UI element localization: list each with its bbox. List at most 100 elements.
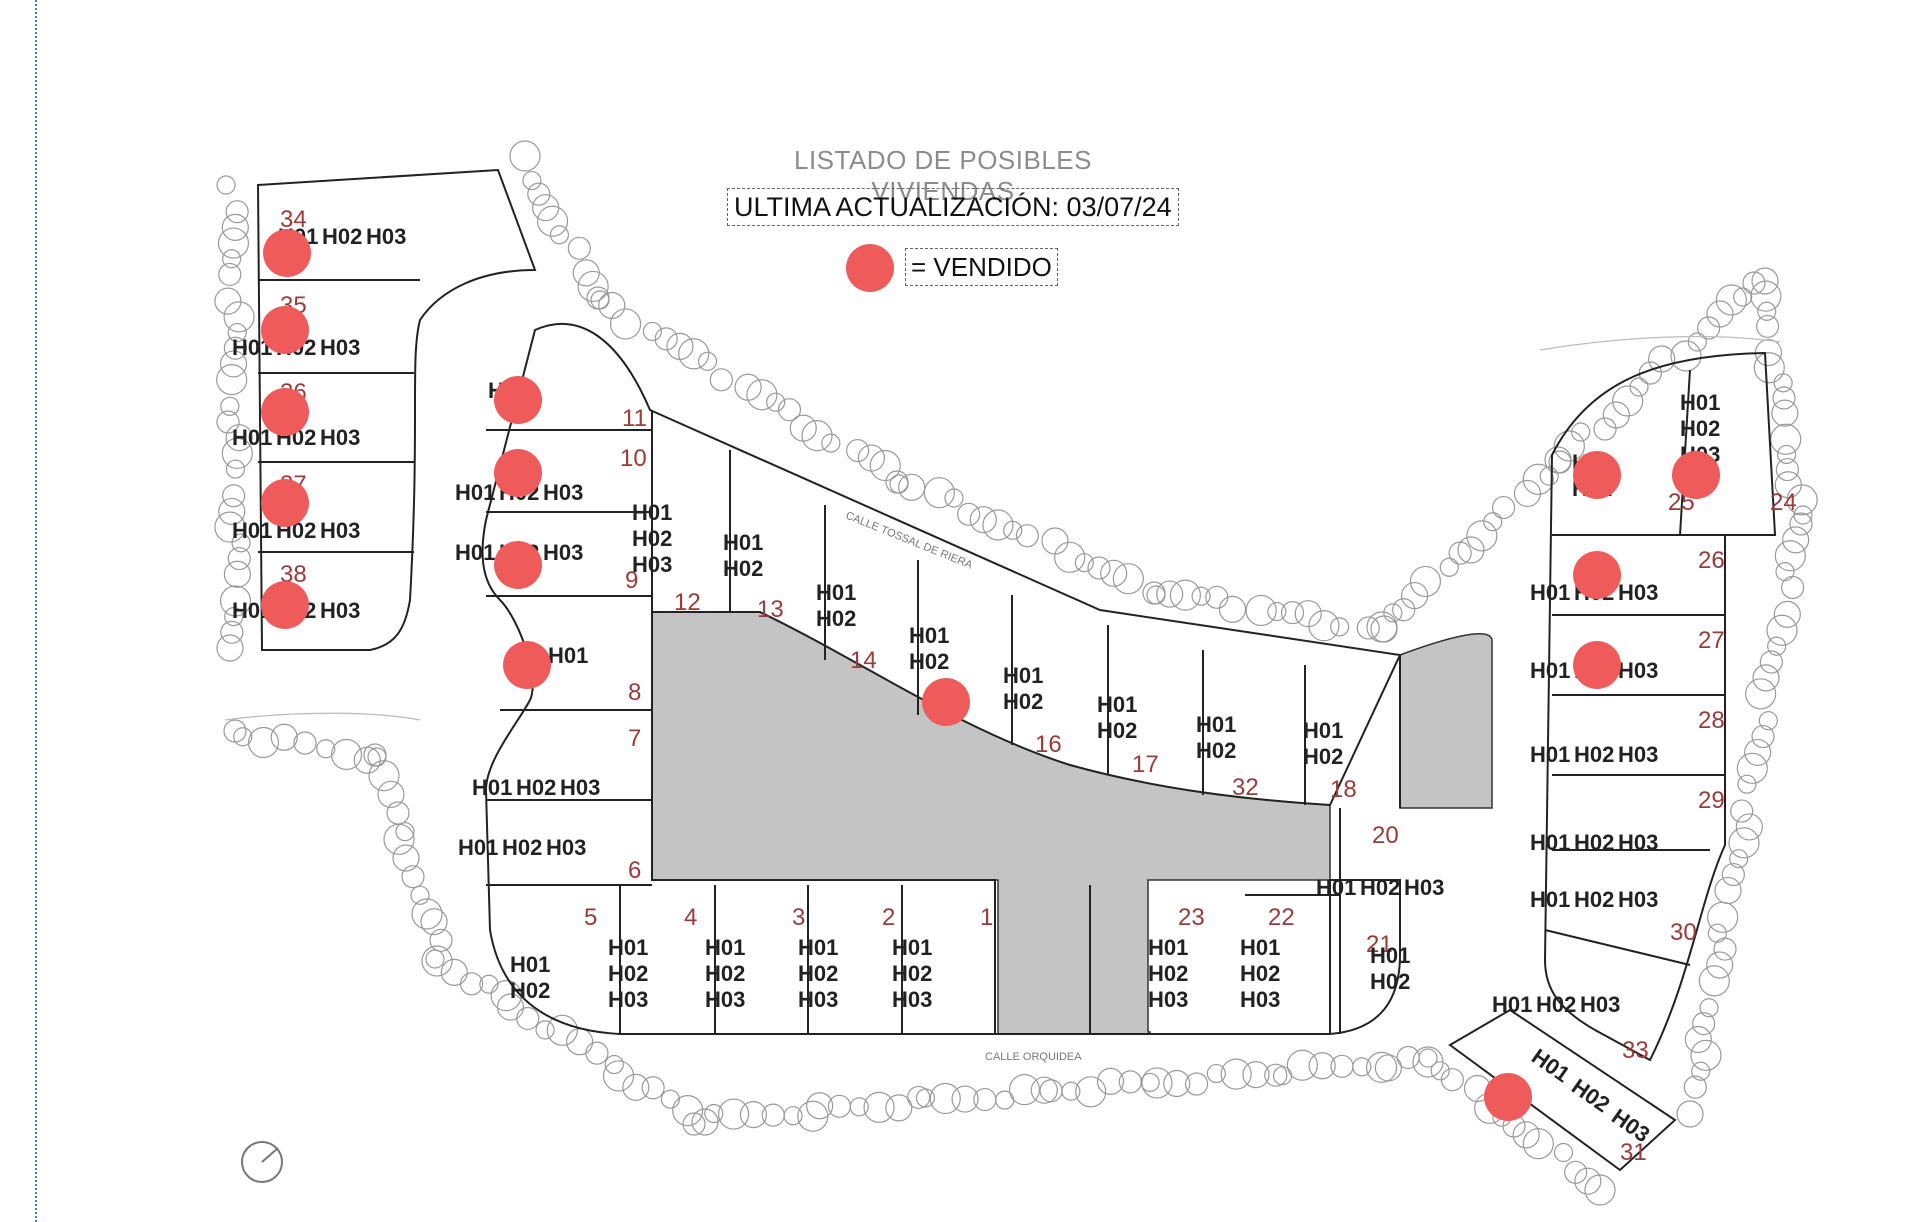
lot-4-house-type: H02	[608, 961, 648, 986]
tree-icon	[622, 1073, 650, 1101]
tree-icon	[1430, 1061, 1450, 1081]
tree-icon	[1308, 1052, 1336, 1080]
tree-icon	[1142, 581, 1166, 605]
lot-22-house-type: H02	[1240, 961, 1280, 986]
lot-16-house-type: H01	[1003, 663, 1043, 688]
lot-number-6: 6	[628, 857, 641, 884]
tree-icon	[1714, 876, 1742, 905]
tree-icon	[969, 506, 997, 534]
tree-icon	[1684, 1025, 1712, 1054]
tree-icon	[1584, 1174, 1616, 1206]
tree-icon	[1699, 998, 1719, 1018]
tree-icon	[789, 414, 817, 442]
tree-icon	[827, 1094, 852, 1118]
tree-icon	[1770, 423, 1802, 455]
tree-icon	[1466, 520, 1498, 552]
lot-21-house-type: H01	[1370, 943, 1410, 968]
tree-icon	[857, 444, 886, 472]
tree-icon	[1030, 1076, 1058, 1104]
sold-marker-lot-31	[1484, 1073, 1532, 1121]
sold-markers	[261, 229, 1720, 1121]
tree-icon	[598, 291, 626, 320]
tree-icon	[1772, 386, 1796, 410]
tree-icon	[604, 1054, 624, 1075]
tree-icon	[1356, 616, 1380, 640]
lot-number-13: 13	[757, 596, 784, 623]
lot-14-house-type: H01	[816, 580, 856, 605]
lot-27-house-type: H01	[1530, 658, 1570, 683]
tree-icon	[429, 928, 453, 952]
lot-26-house-type: H01	[1530, 580, 1570, 605]
lot-31-house-type: H02	[1567, 1074, 1614, 1118]
tree-icon	[907, 1085, 931, 1110]
common-areas	[651, 611, 1493, 1035]
tree-icon	[1522, 1128, 1554, 1160]
lot-37-house-type: H03	[320, 518, 360, 543]
tree-icon	[1670, 340, 1702, 372]
tree-icon	[1751, 724, 1775, 749]
sold-marker-lot-26	[1573, 551, 1621, 599]
block-outlines	[256, 168, 1777, 1172]
tree-icon	[1206, 1063, 1226, 1084]
tree-icon	[220, 396, 240, 416]
tree-icon	[216, 364, 248, 396]
lot-1-house-type: H02	[892, 961, 932, 986]
tree-icon	[270, 723, 298, 751]
lot-number-8: 8	[628, 679, 641, 706]
tree-icon	[609, 308, 642, 340]
lot-32-house-type: H02	[1196, 738, 1236, 763]
tree-icon	[1553, 1142, 1574, 1163]
lot-1-house-type: H01	[892, 935, 932, 960]
tree-icon	[1366, 611, 1398, 643]
tree-icon	[216, 175, 236, 195]
sold-marker-lot-34	[263, 229, 311, 277]
tree-icon	[1439, 557, 1459, 577]
tree-icon	[1184, 1072, 1209, 1096]
tree-icon	[1707, 923, 1727, 943]
lot-24-house-type: H01	[1680, 390, 1720, 415]
tree-icon	[885, 470, 909, 494]
tree-icon	[496, 993, 525, 1021]
lot-2-house-type: H01	[798, 935, 838, 960]
tree-icon	[546, 1014, 578, 1046]
tree-icon	[1272, 1066, 1293, 1086]
tree-icon	[218, 262, 242, 287]
tree-icon	[691, 1108, 719, 1136]
tree-icon	[219, 350, 248, 378]
legend-sold-label: = VENDIDO	[905, 248, 1058, 286]
tree-icon	[1721, 862, 1745, 887]
tree-icon	[1781, 575, 1805, 600]
tree-icon	[1737, 774, 1757, 794]
tree-icon	[401, 865, 425, 889]
tree-icon	[797, 1100, 829, 1132]
lot-number-11: 11	[622, 405, 647, 432]
tree-icon	[1383, 603, 1403, 623]
tree-icon	[1054, 541, 1086, 573]
tree-icon	[392, 844, 420, 872]
lot-22-house-type: H01	[1240, 935, 1280, 960]
tree-belt	[214, 140, 1818, 1206]
tree-icon	[1744, 738, 1772, 767]
lot-18-house-type: H02	[1303, 744, 1343, 769]
page-margin-guide	[35, 0, 37, 1222]
lot-20-house-type: H01	[1316, 875, 1356, 900]
tree-icon	[440, 958, 468, 987]
street-label-north: CALLE TOSSAL DE RIERA	[844, 510, 975, 572]
tree-icon	[1774, 540, 1806, 572]
tree-icon	[1041, 527, 1069, 555]
tree-icon	[1218, 595, 1247, 623]
tree-icon	[1539, 466, 1559, 486]
tree-icon	[846, 438, 870, 463]
lot-2-house-type: H03	[798, 987, 838, 1012]
tree-icon	[567, 236, 591, 260]
lot-number-21: 21	[1366, 931, 1393, 958]
lot-number-33: 33	[1622, 1037, 1649, 1064]
tree-icon	[1750, 280, 1782, 312]
tree-icon	[1629, 377, 1649, 397]
lot-12-house-type: H01	[632, 500, 672, 525]
tree-icon	[957, 502, 981, 526]
tree-icon	[1775, 562, 1795, 582]
tree-icon	[777, 398, 802, 422]
tree-icon	[222, 249, 242, 269]
tree-icon	[1771, 399, 1799, 427]
